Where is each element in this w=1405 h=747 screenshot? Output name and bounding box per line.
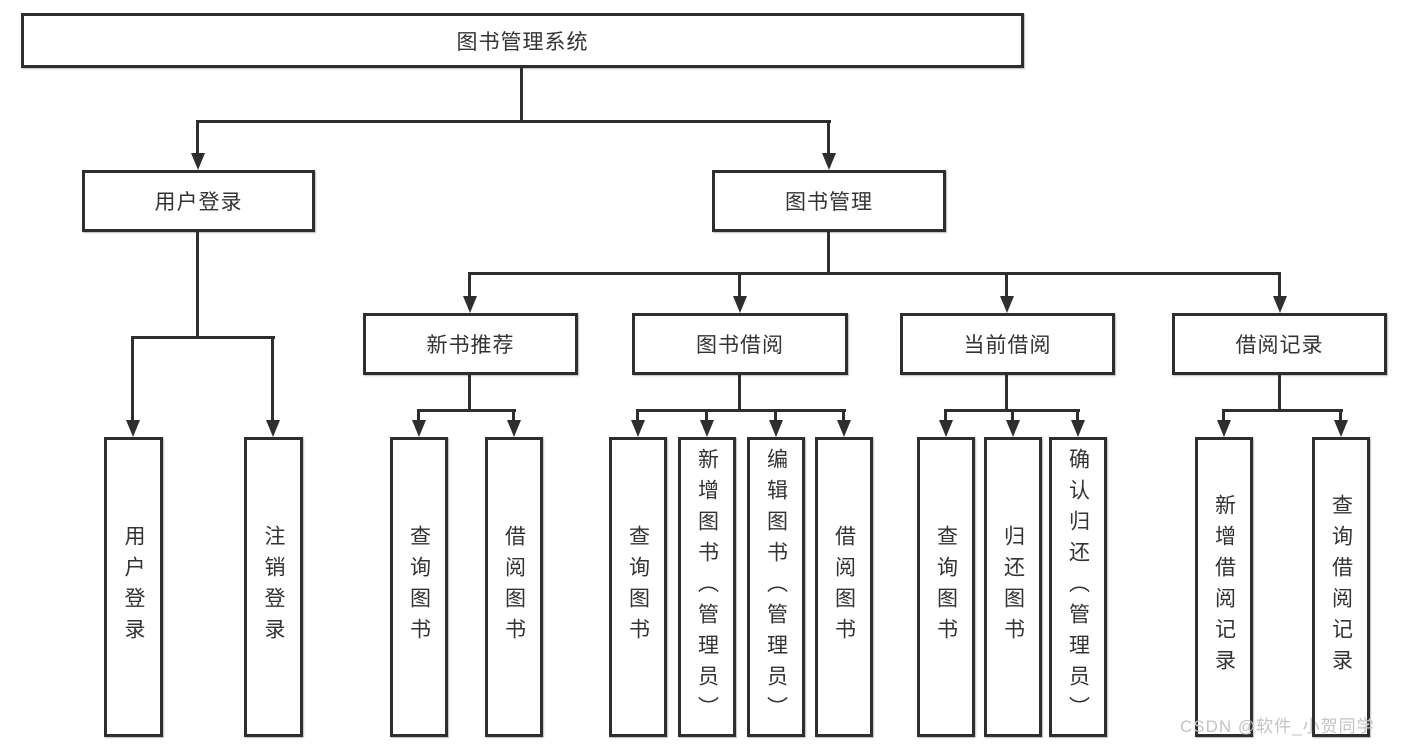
connector-line (637, 409, 846, 412)
connector-line (1076, 409, 1079, 422)
node-bb-add-books-admin: 新增图书（管理员） (678, 437, 736, 737)
connector-line (738, 272, 741, 298)
arrow-down-icon (822, 153, 836, 170)
arrow-down-icon (733, 296, 747, 313)
connector-line (196, 120, 199, 155)
arrow-down-icon (463, 296, 477, 313)
connector-line (1005, 272, 1008, 298)
connector-line (469, 272, 1281, 275)
connector-line (774, 409, 777, 422)
node-br-add-record: 新增借阅记录 (1195, 437, 1253, 737)
connector-line (131, 336, 134, 422)
connector-line (1005, 375, 1008, 409)
arrow-down-icon (191, 153, 205, 170)
node-new-book-recommend: 新书推荐 (363, 313, 578, 375)
arrow-down-icon (1334, 420, 1348, 437)
node-library-system: 图书管理系统 (21, 13, 1024, 68)
arrow-down-icon (631, 420, 645, 437)
connector-line (132, 336, 275, 339)
node-book-borrowing: 图书借阅 (632, 313, 848, 375)
watermark: CSDN @软件_小贺同学 (1180, 717, 1375, 736)
arrow-down-icon (769, 420, 783, 437)
node-nb-query-books: 查询图书 (390, 437, 448, 737)
connector-line (827, 120, 830, 155)
connector-line (418, 409, 516, 412)
node-cb-query-books: 查询图书 (917, 437, 975, 737)
connector-line (512, 409, 515, 422)
connector-line (1223, 409, 1343, 412)
connector-line (705, 409, 708, 422)
connector-line (271, 336, 274, 422)
arrow-down-icon (1217, 420, 1231, 437)
node-br-query-record: 查询借阅记录 (1312, 437, 1370, 737)
connector-line (1278, 272, 1281, 298)
arrow-down-icon (1273, 296, 1287, 313)
arrow-down-icon (939, 420, 953, 437)
connector-line (197, 120, 831, 123)
node-bb-edit-books-admin: 编辑图书（管理员） (747, 437, 805, 737)
connector-line (1339, 409, 1342, 422)
node-bb-borrow-books: 借阅图书 (815, 437, 873, 737)
node-user-login-action: 用户登录 (104, 437, 163, 737)
arrow-down-icon (1000, 296, 1014, 313)
connector-line (738, 375, 741, 409)
node-borrowing-records: 借阅记录 (1172, 313, 1387, 375)
node-user-login: 用户登录 (82, 170, 315, 232)
connector-line (520, 68, 523, 120)
arrow-down-icon (507, 420, 521, 437)
node-book-management: 图书管理 (712, 170, 946, 232)
connector-line (827, 232, 830, 272)
connector-line (944, 409, 947, 422)
node-nb-borrow-books: 借阅图书 (485, 437, 543, 737)
arrow-down-icon (266, 420, 280, 437)
connector-line (1278, 375, 1281, 409)
arrow-down-icon (700, 420, 714, 437)
node-cb-return-books: 归还图书 (984, 437, 1042, 737)
arrow-down-icon (126, 420, 140, 437)
arrow-down-icon (1071, 420, 1085, 437)
connector-line (842, 409, 845, 422)
node-current-borrowing: 当前借阅 (900, 313, 1115, 375)
node-cb-confirm-return-admin: 确认归还（管理员） (1049, 437, 1107, 737)
connector-line (196, 232, 199, 336)
connector-line (1222, 409, 1225, 422)
arrow-down-icon (412, 420, 426, 437)
connector-line (468, 272, 471, 298)
node-logout-action: 注销登录 (244, 437, 303, 737)
arrow-down-icon (837, 420, 851, 437)
node-bb-query-books: 查询图书 (609, 437, 667, 737)
connector-line (468, 375, 471, 409)
connector-line (417, 409, 420, 422)
arrow-down-icon (1006, 420, 1020, 437)
connector-line (1011, 409, 1014, 422)
connector-line (636, 409, 639, 422)
